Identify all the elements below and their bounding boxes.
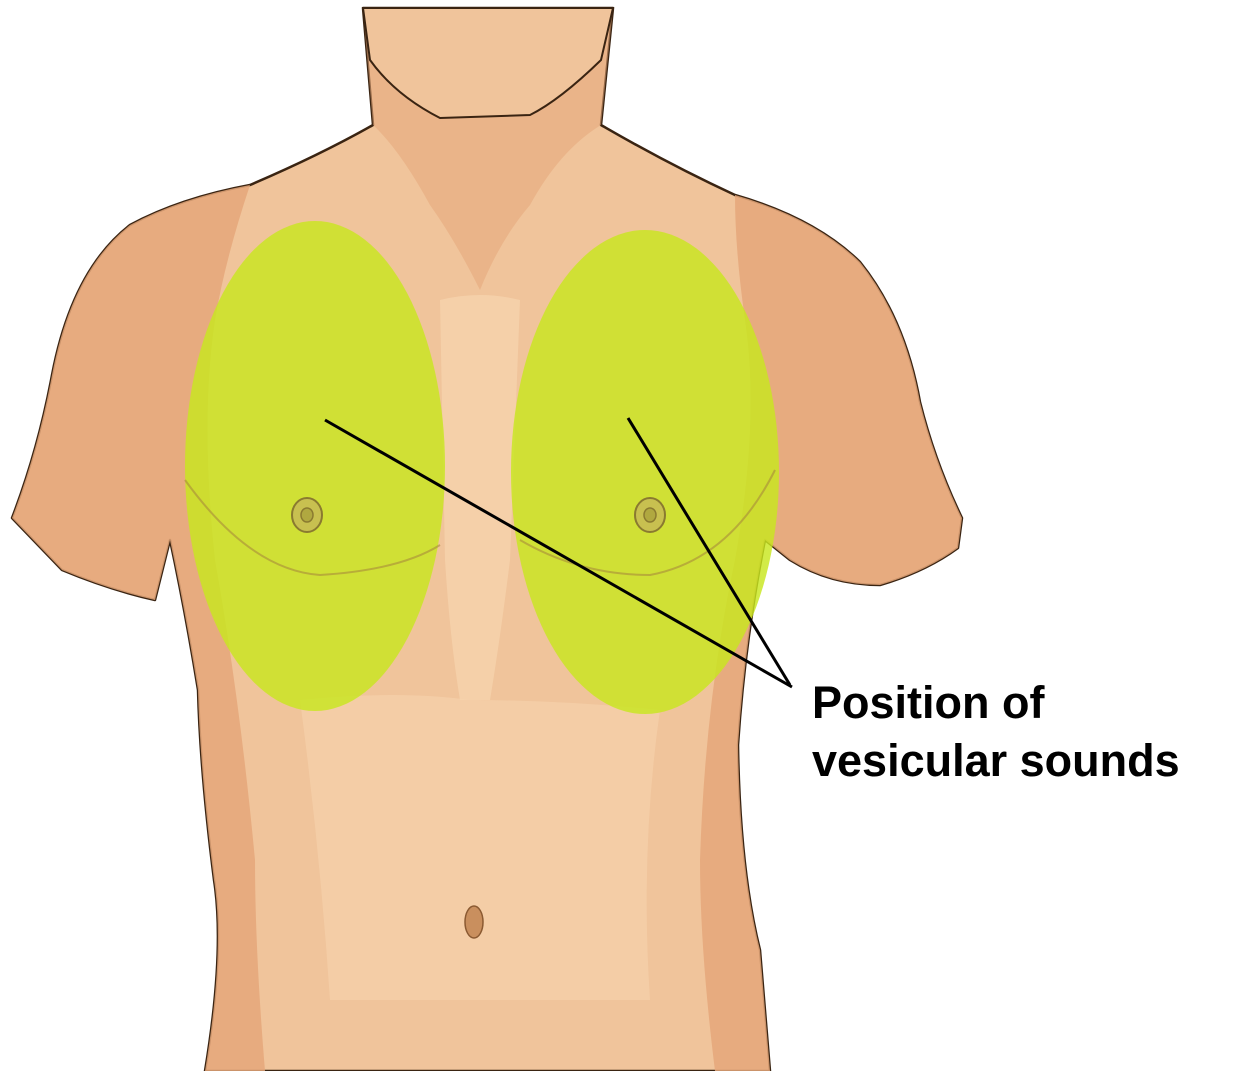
navel: [465, 906, 483, 938]
callout-label: Position of vesicular sounds: [812, 674, 1237, 790]
right-nipple: [292, 498, 322, 532]
abdomen-light: [300, 695, 660, 1000]
left-lung-region: [511, 230, 779, 714]
callout-line-2: vesicular sounds: [812, 732, 1237, 790]
callout-line-1: Position of: [812, 674, 1237, 732]
left-nipple: [635, 498, 665, 532]
